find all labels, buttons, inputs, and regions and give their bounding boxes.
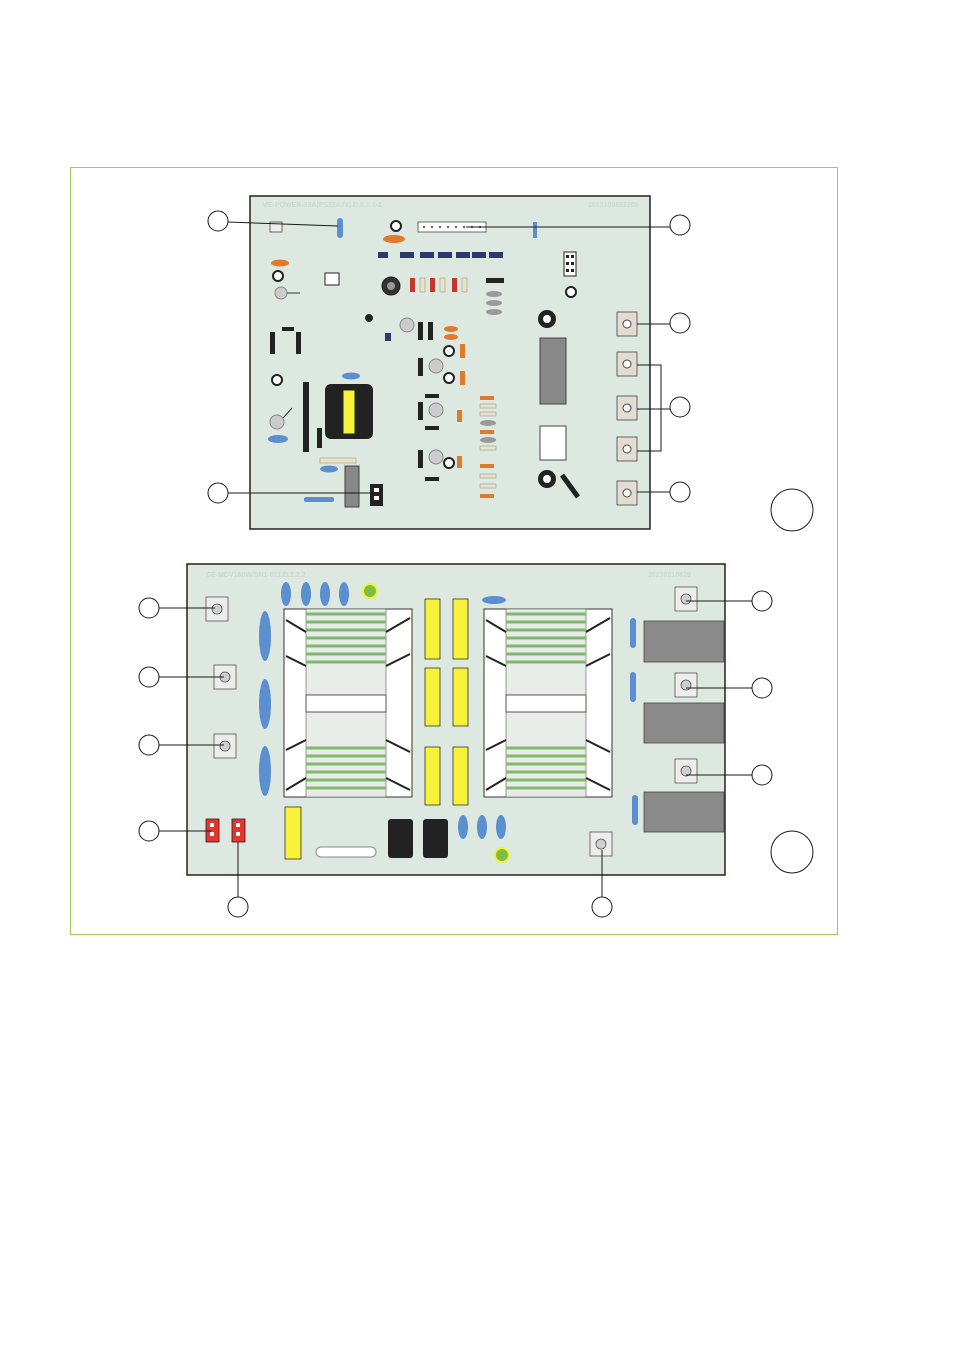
- capacitor-orange: [383, 235, 405, 243]
- lower-model-label: CE-MDV160W/SN1-811.D.2.2.2: [206, 572, 306, 579]
- callout-circle-icon: [138, 734, 160, 756]
- heatsink-icon: [283, 608, 413, 798]
- ground-mark-icon: [362, 583, 378, 599]
- callout-circle-icon: [207, 482, 229, 504]
- upper-callouts: [207, 210, 691, 504]
- lower-board: CE-MDV160W/SN1-811.D.2.2.2 20230210829: [186, 563, 726, 876]
- callout-circle-icon: [138, 820, 160, 842]
- callout-circle-icon: [227, 896, 249, 918]
- callout-circle-icon: [751, 764, 773, 786]
- connector-red: [205, 818, 246, 843]
- test-point: [390, 220, 402, 232]
- small-connector: [269, 221, 283, 233]
- board-indicator-circle: [770, 488, 814, 532]
- upper-model-label: ME-POWER-33A(PS22A76).D.2.1.1-1: [262, 202, 382, 209]
- upper-board: ME-POWER-33A(PS22A76).D.2.1.1-1 20131098…: [249, 195, 651, 530]
- figure-frame: [70, 167, 838, 935]
- relay-icon: [284, 598, 469, 860]
- callout-circle-icon: [751, 590, 773, 612]
- callout-circle-icon: [669, 481, 691, 503]
- heatsink-icon: [483, 608, 613, 798]
- callout-circle-icon: [591, 896, 613, 918]
- callout-circle-icon: [669, 312, 691, 334]
- lower-callouts: [138, 590, 773, 918]
- callout-circle-icon: [669, 396, 691, 418]
- connector-black: [370, 484, 383, 506]
- board-indicator-circle: [770, 830, 814, 874]
- callout-circle-icon: [138, 666, 160, 688]
- ground-mark-icon: [494, 847, 510, 863]
- resistor: [533, 222, 537, 238]
- large-ic: [539, 337, 567, 405]
- callout-circle-icon: [669, 214, 691, 236]
- callout-circle-icon: [138, 597, 160, 619]
- callout-circle-icon: [751, 677, 773, 699]
- resistor: [337, 218, 343, 238]
- capacitor-icon: [259, 582, 506, 839]
- ic-chip: [563, 251, 577, 277]
- lower-serial-label: 20230210829: [648, 572, 691, 579]
- upper-terminals: [616, 311, 638, 506]
- upper-board-outline: [249, 195, 651, 530]
- callout-circle-icon: [207, 210, 229, 232]
- upper-serial-label: 2013109822209: [588, 202, 639, 209]
